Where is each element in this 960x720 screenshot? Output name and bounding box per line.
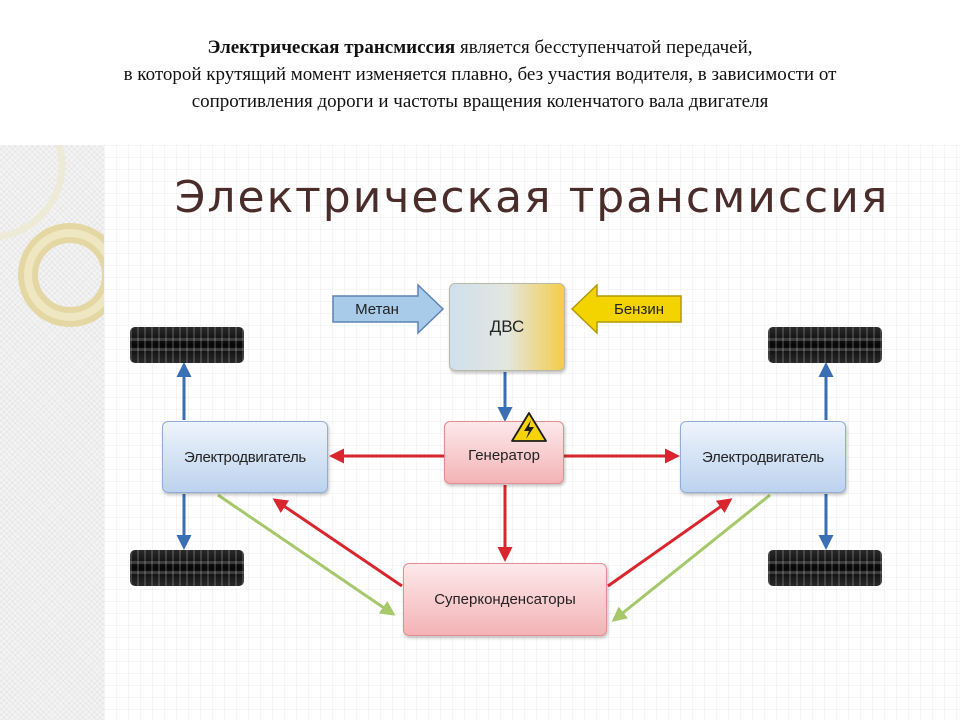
caption-line-3: сопротивления дороги и частоты вращения … [191,91,769,112]
engine-node: ДВС [449,283,565,371]
supercaps-to-left-motor-arrow [272,498,403,588]
left-motor-label: Электродвигатель [184,448,306,466]
right-motor-label: Электродвигатель [702,448,824,466]
left-motor-to-supercaps-arrow [217,493,396,616]
rear-right-tire-icon [768,550,882,586]
rear-left-tire-icon [130,550,244,586]
supercaps-to-right-motor-arrow [607,498,733,588]
generator-label: Генератор [468,447,540,464]
methane-arrow [332,283,445,335]
right-motor-node: Электродвигатель [680,421,846,493]
supercapacitors-node: Суперконденсаторы [403,563,607,636]
generator-node: Генератор [444,421,564,484]
methane-label: Метан [355,300,399,318]
engine-label: ДВС [489,317,525,336]
slide-caption: Электрическая трансмиссия является бесст… [0,34,960,115]
right-motor-to-supercaps-arrow [611,493,771,622]
caption-line-2: в которой крутящий момент изменяется пла… [123,64,837,85]
petrol-label: Бензин [613,300,664,318]
caption-line-1: Электрическая трансмиссия является бесст… [0,34,960,61]
supercapacitors-label: Суперконденсаторы [434,591,576,608]
caption-line-1-rest: является бесступенчатой передачей, [455,37,753,58]
left-motor-node: Электродвигатель [162,421,328,493]
petrol-arrow [570,283,682,335]
front-right-tire-icon [768,327,882,363]
caption-bold-term: Электрическая трансмиссия [207,37,456,58]
front-left-tire-icon [130,327,244,363]
high-voltage-warning-icon [511,412,547,442]
diagram-title: Электрическая трансмиссия [174,172,890,223]
decorative-rings [0,145,104,345]
